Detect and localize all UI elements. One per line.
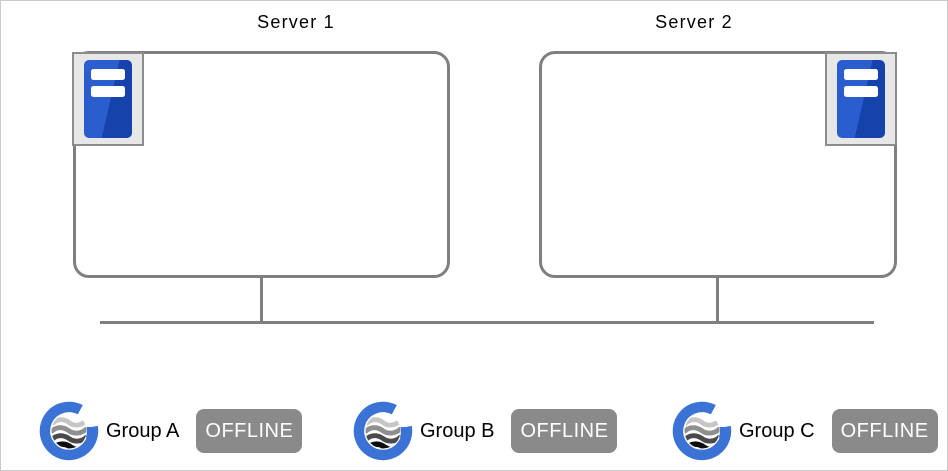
server-1-label: Server 1	[257, 12, 335, 32]
server-2-icon-plate[interactable]	[825, 52, 897, 146]
group-b-item[interactable]: Group B OFFLINE	[353, 401, 618, 461]
server-icon-slot	[91, 69, 125, 80]
group-a-item[interactable]: Group A OFFLINE	[39, 401, 303, 461]
group-c-label: Group C	[739, 419, 815, 442]
server-tower-icon	[84, 60, 132, 138]
server-2-connector-line	[716, 276, 719, 322]
server-icon-slot	[844, 86, 878, 97]
group-globe-logo-icon	[672, 401, 732, 461]
network-bus-line	[100, 321, 874, 324]
server-1-icon-plate[interactable]	[72, 52, 144, 146]
group-a-label: Group A	[106, 419, 180, 442]
server-2-label: Server 2	[655, 12, 733, 32]
server-tower-icon	[837, 60, 885, 138]
server-icon-slot	[844, 69, 878, 80]
server-1-connector-line	[260, 276, 263, 322]
group-globe-logo-icon	[353, 401, 413, 461]
group-c-item[interactable]: Group C OFFLINE	[672, 401, 938, 461]
group-b-status-badge: OFFLINE	[511, 409, 618, 453]
group-a-status-badge: OFFLINE	[196, 409, 303, 453]
group-b-label: Group B	[420, 419, 495, 442]
group-globe-logo-icon	[39, 401, 99, 461]
group-c-status-badge: OFFLINE	[831, 409, 938, 453]
server-icon-slot	[91, 86, 125, 97]
